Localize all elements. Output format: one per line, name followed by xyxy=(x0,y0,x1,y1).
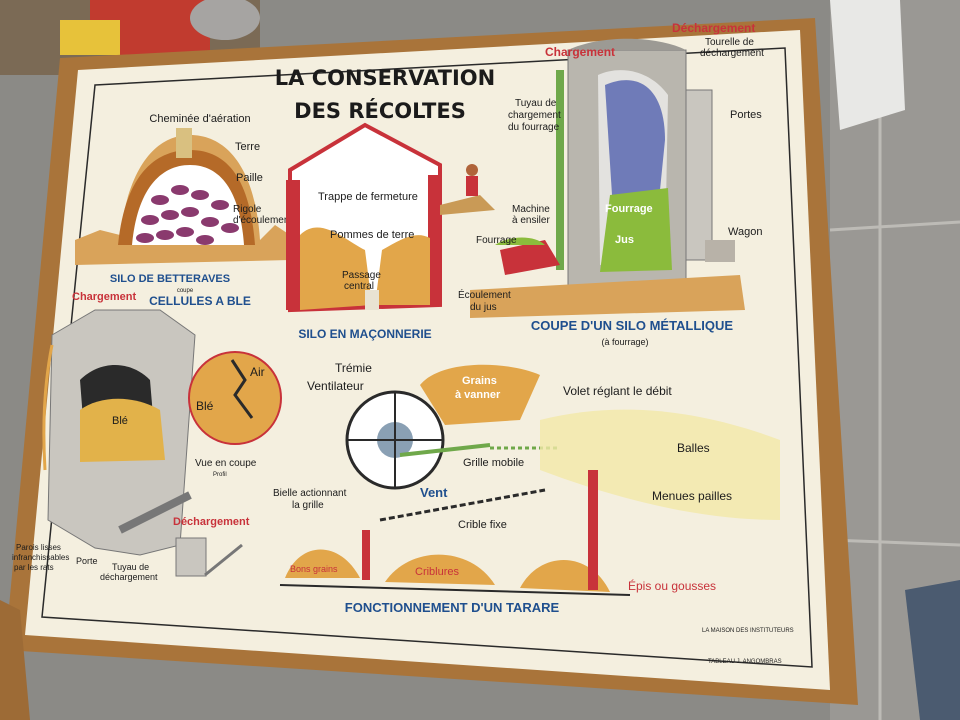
label-wagon: Wagon xyxy=(728,226,762,238)
label-terre: Terre xyxy=(235,141,260,153)
label-cheminee: Cheminée d'aération xyxy=(149,113,250,125)
label-tuyau-dech-2: déchargement xyxy=(100,572,158,582)
label-vue-coupe: Vue en coupe xyxy=(195,458,257,469)
label-tuyau: Tuyau de xyxy=(515,98,557,109)
publisher-line1: LA MAISON DES INSTITUTEURS xyxy=(702,628,794,634)
label-balles: Balles xyxy=(677,441,710,455)
label-tremie: Trémie xyxy=(335,361,372,375)
label-fourrage-in: Fourrage xyxy=(605,203,653,215)
poster-title-line1: LA CONSERVATION xyxy=(275,66,495,90)
white-chair xyxy=(830,0,905,130)
label-grains: Grains xyxy=(462,375,497,387)
grain-cells-diagram xyxy=(42,309,282,577)
label-tourelle: Tourelle de xyxy=(705,37,754,48)
label-passage: Passage xyxy=(342,270,381,281)
caption-cellules: CELLULES A BLE xyxy=(149,294,251,308)
label-tuyau-dech: Tuyau de xyxy=(112,562,149,572)
label-portes: Portes xyxy=(730,109,762,121)
label-menues-pailles: Menues pailles xyxy=(652,489,732,503)
label-grille-mobile: Grille mobile xyxy=(463,457,524,469)
label-tuyau-2: chargement xyxy=(508,110,561,121)
label-machine: Machine xyxy=(512,204,550,215)
fur-object xyxy=(190,0,260,40)
label-ble-coupe: Blé xyxy=(196,399,214,413)
tile-joint xyxy=(829,220,960,232)
label-ecoul-jus-2: du jus xyxy=(470,302,497,313)
frame-corner xyxy=(0,600,30,720)
label-chargement-cellules: Chargement xyxy=(72,291,137,303)
winnowing-machine-diagram xyxy=(279,364,780,596)
label-air: Air xyxy=(250,365,265,379)
beet-silo-diagram xyxy=(75,128,290,265)
label-chargement-silo: Chargement xyxy=(545,45,615,59)
label-rigole: Rigole xyxy=(233,204,262,215)
poster-title-line2: DES RÉCOLTES xyxy=(294,98,466,123)
label-parois-2: infranchissables xyxy=(12,553,69,562)
shoe xyxy=(905,580,960,720)
label-fourrage-out: Fourrage xyxy=(476,235,517,246)
label-bons-grains: Bons grains xyxy=(290,564,338,574)
caption-tarare: FONCTIONNEMENT D'UN TARARE xyxy=(345,600,560,615)
label-dechargement-cellules: Déchargement xyxy=(173,516,250,528)
label-bielle-2: la grille xyxy=(292,500,324,511)
caption-silo-maconnerie: SILO EN MAÇONNERIE xyxy=(298,327,431,341)
yellow-object xyxy=(60,20,120,55)
label-criblures: Criblures xyxy=(415,566,460,578)
label-a-vanner: à vanner xyxy=(455,389,501,401)
label-tourelle-2: déchargement xyxy=(700,48,764,59)
label-vent: Vent xyxy=(420,485,448,500)
label-ventilateur: Ventilateur xyxy=(307,379,364,393)
label-jus: Jus xyxy=(615,234,634,246)
metal-silo-diagram xyxy=(470,38,745,318)
label-epis: Épis ou gousses xyxy=(628,578,716,593)
label-tuyau-3: du fourrage xyxy=(508,122,560,133)
label-crible-fixe: Crible fixe xyxy=(458,519,507,531)
label-dechargement-silo: Déchargement xyxy=(672,21,755,35)
masonry-silo-diagram xyxy=(286,122,495,313)
label-parois: Parois lisses xyxy=(16,543,61,552)
label-ecoul-jus: Écoulement xyxy=(458,288,511,301)
label-ecoulement: d'écoulement xyxy=(233,215,292,226)
label-parois-3: par les rats xyxy=(14,563,54,572)
label-profil: Profil xyxy=(213,472,227,478)
caption-silo-metallique: COUPE D'UN SILO MÉTALLIQUE xyxy=(531,318,734,333)
label-bielle: Bielle actionnant xyxy=(273,488,347,499)
label-pommes: Pommes de terre xyxy=(330,229,414,241)
label-paille: Paille xyxy=(236,172,263,184)
caption-silo-betteraves: SILO DE BETTERAVES xyxy=(110,273,230,285)
sub-coupe: coupe xyxy=(177,288,194,294)
label-trappe: Trappe de fermeture xyxy=(318,191,418,203)
label-volet: Volet réglant le débit xyxy=(563,384,672,398)
label-ble-cell: Blé xyxy=(112,415,128,427)
label-porte: Porte xyxy=(76,556,98,566)
label-ensiler: à ensiler xyxy=(512,215,550,226)
sub-fourrage: (à fourrage) xyxy=(601,337,648,347)
label-central: central xyxy=(344,281,374,292)
tile-joint xyxy=(829,538,960,547)
publisher-line2: TABLEAU J. ANGOMBRAS xyxy=(708,659,782,665)
